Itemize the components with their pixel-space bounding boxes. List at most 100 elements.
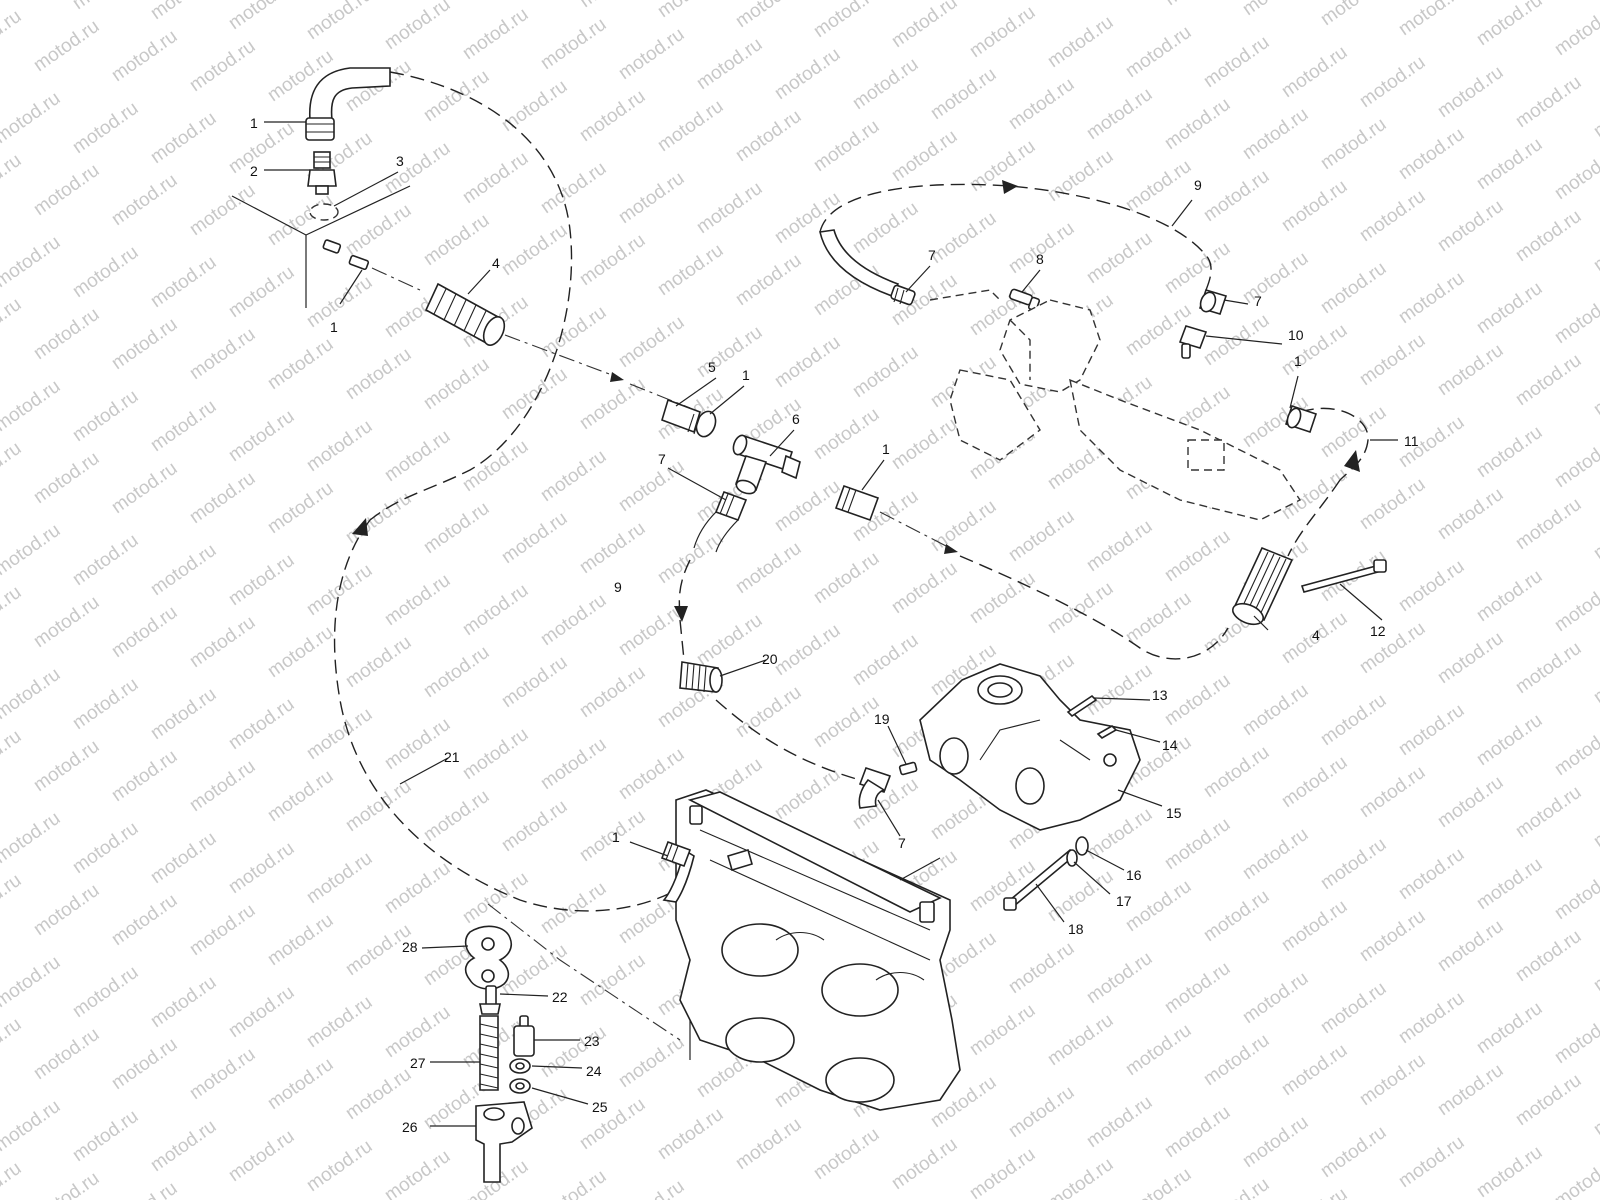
callout-2: 2: [250, 163, 258, 179]
callout-7-right: 7: [1254, 293, 1262, 309]
watermark-text: motod.ru: [1239, 1112, 1312, 1172]
arrow-21-up: [352, 518, 368, 536]
watermark-text: motod.ru: [1590, 216, 1600, 276]
callout-11: 11: [1404, 433, 1419, 449]
watermark-text: motod.ru: [1395, 124, 1468, 184]
watermark-text: motod.ru: [420, 210, 493, 270]
callout-14: 14: [1162, 737, 1178, 753]
watermark-text: motod.ru: [108, 890, 181, 950]
watermark-text: motod.ru: [771, 620, 844, 680]
callout-9-upper: 9: [1194, 177, 1202, 193]
watermark-text: motod.ru: [303, 0, 376, 44]
watermark-text: motod.ru: [498, 220, 571, 280]
watermark-text: motod.ru: [1590, 504, 1600, 564]
routing-line-lower-right: [959, 555, 1229, 660]
watermark-text: motod.ru: [69, 1106, 142, 1166]
watermark-text: motod.ru: [147, 396, 220, 456]
watermark-text: motod.ru: [537, 14, 610, 74]
callout-7-left: 7: [658, 451, 666, 467]
callout-1-mid: 1: [882, 441, 890, 457]
watermark-text: motod.ru: [1590, 82, 1600, 142]
watermark-text: motod.ru: [1512, 72, 1585, 132]
watermark-text: motod.ru: [576, 1094, 649, 1154]
watermark-text: motod.ru: [1317, 258, 1390, 318]
watermark-text: motod.ru: [225, 550, 298, 610]
watermark-text: motod.ru: [186, 1044, 259, 1104]
watermark-text: motod.ru: [459, 868, 532, 928]
watermark-text: motod.ru: [342, 200, 415, 260]
elbow-1-block: [660, 840, 692, 868]
watermark-text: motod.ru: [1512, 350, 1585, 410]
watermark-text: motod.ru: [420, 66, 493, 126]
watermark-text: motod.ru: [1356, 330, 1429, 390]
watermark-text: motod.ru: [1200, 310, 1273, 370]
watermark-text: motod.ru: [303, 704, 376, 764]
callout-8: 8: [1036, 251, 1044, 267]
watermark-text: motod.ru: [1317, 1122, 1390, 1182]
watermark-text: motod.ru: [1083, 948, 1156, 1008]
watermark-text: motod.ru: [1551, 432, 1600, 492]
watermark-text: motod.ru: [0, 1014, 25, 1074]
watermark-text: motod.ru: [1551, 720, 1600, 780]
watermark-text: motod.ru: [537, 302, 610, 362]
watermark-text: motod.ru: [888, 126, 961, 186]
watermark-text: motod.ru: [381, 1146, 454, 1200]
watermark-text: motod.ru: [1239, 248, 1312, 308]
watermark-text: motod.ru: [0, 1158, 25, 1200]
callout-20: 20: [762, 651, 778, 667]
watermark-text: motod.ru: [420, 642, 493, 702]
watermark-text: motod.ru: [1317, 114, 1390, 174]
watermark-text: motod.ru: [342, 1064, 415, 1124]
watermark-text: motod.ru: [888, 414, 961, 474]
watermark-text: motod.ru: [1083, 516, 1156, 576]
watermark-text: motod.ru: [1512, 1070, 1585, 1130]
watermark-text: motod.ru: [1434, 916, 1507, 976]
watermark-text: motod.ru: [1005, 506, 1078, 566]
watermark-text: motod.ru: [69, 98, 142, 158]
watermark-text: motod.ru: [1278, 1184, 1351, 1200]
watermark-text: motod.ru: [69, 674, 142, 734]
loop-9-upper: [819, 183, 1212, 291]
callout-27: 27: [410, 1055, 426, 1071]
watermark-text: motod.ru: [303, 848, 376, 908]
watermark-text: motod.ru: [693, 322, 766, 382]
watermark-text: motod.ru: [0, 870, 25, 930]
watermark-text: motod.ru: [576, 0, 649, 12]
watermark-text: motod.ru: [342, 632, 415, 692]
watermark-text: motod.ru: [1434, 1060, 1507, 1120]
watermark-text: motod.ru: [264, 910, 337, 970]
watermark-text: motod.ru: [1005, 938, 1078, 998]
watermark-text: motod.ru: [381, 570, 454, 630]
watermark-text: motod.ru: [693, 34, 766, 94]
watermark-text: motod.ru: [810, 116, 883, 176]
loop-21: [333, 519, 677, 912]
watermark-text: motod.ru: [654, 1104, 727, 1164]
watermark-text: motod.ru: [1551, 144, 1600, 204]
watermark-text: motod.ru: [1551, 288, 1600, 348]
watermark-text: motod.ru: [1356, 762, 1429, 822]
loop-11-down: [1287, 479, 1341, 557]
watermark-text: motod.ru: [1122, 156, 1195, 216]
watermark-text: motod.ru: [1161, 1102, 1234, 1162]
watermark-text: motod.ru: [537, 590, 610, 650]
washer-16: [1075, 836, 1089, 856]
watermark-text: motod.ru: [1278, 896, 1351, 956]
watermark-text: motod.ru: [537, 1166, 610, 1200]
watermark-text: motod.ru: [849, 54, 922, 114]
watermark-text: motod.ru: [810, 548, 883, 608]
watermark-text: motod.ru: [30, 16, 103, 76]
loop-20-to-19: [715, 699, 861, 781]
corrugated-hose-4-right: [1231, 546, 1294, 626]
watermark-text: motod.ru: [1590, 648, 1600, 708]
watermark-text: motod.ru: [420, 354, 493, 414]
watermark-text: motod.ru: [654, 96, 727, 156]
washer-3: [309, 203, 339, 221]
watermark-text: motod.ru: [69, 530, 142, 590]
watermark-text: motod.ru: [30, 304, 103, 364]
watermark-text: motod.ru: [459, 4, 532, 64]
watermark-text: motod.ru: [69, 962, 142, 1022]
corrugated-hose-4-left: [424, 282, 506, 346]
watermark-text: motod.ru: [615, 1032, 688, 1092]
callout-15: 15: [1166, 805, 1182, 821]
watermark-text: motod.ru: [0, 1096, 64, 1156]
